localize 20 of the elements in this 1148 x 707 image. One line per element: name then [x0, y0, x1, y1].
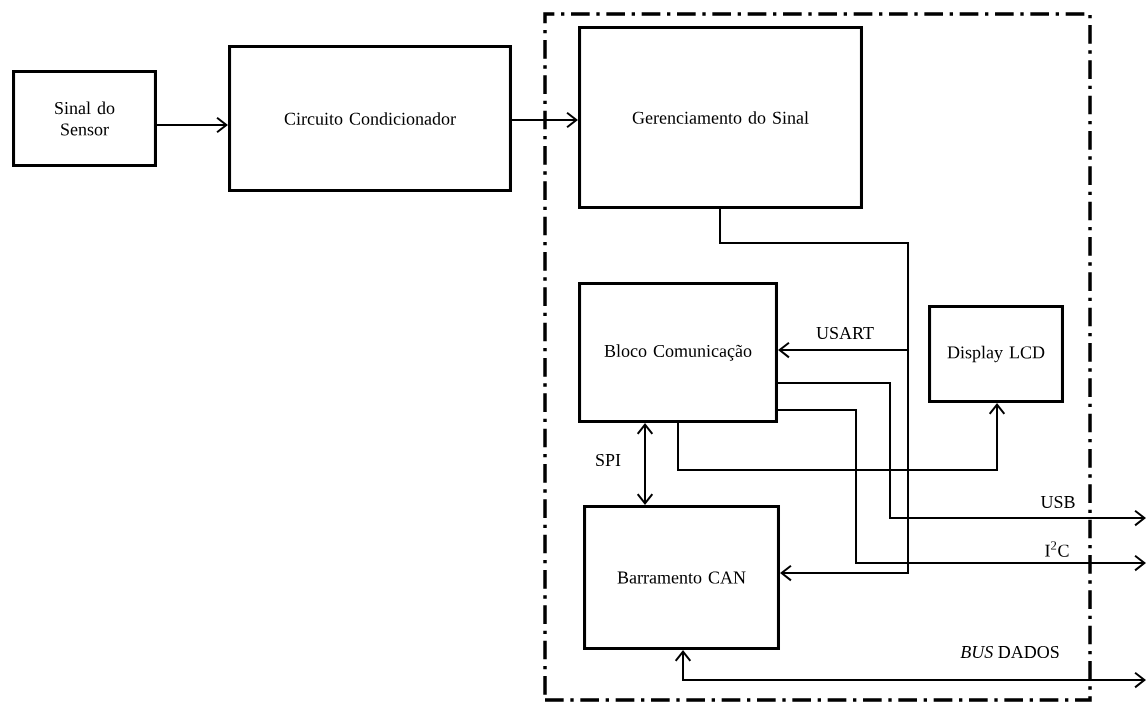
arrow — [511, 111, 578, 129]
arrow — [636, 423, 654, 505]
arrow — [777, 382, 1146, 527]
block-box: Bloco Comunicação — [578, 282, 778, 423]
block-box: Barramento CAN — [583, 505, 780, 650]
block-box: Display LCD — [928, 305, 1064, 403]
arrow — [156, 116, 228, 134]
edge-label: SPI — [593, 452, 623, 468]
edge-label: BUS DADOS — [958, 644, 1062, 660]
block-box: Circuito Condicionador — [228, 45, 512, 192]
arrow — [777, 409, 1146, 572]
arrow — [677, 403, 1006, 471]
edge-label: USB — [1039, 494, 1077, 510]
block-box: Sinal do Sensor — [12, 70, 157, 167]
edge-label: I$^{2}$C — [1043, 539, 1071, 559]
dash-dot-frame — [543, 12, 1092, 702]
edge-label: USART — [814, 325, 876, 341]
arrow — [674, 650, 1146, 689]
arrow — [719, 208, 909, 582]
block-box: Gerenciamento do Sinal — [578, 26, 863, 209]
